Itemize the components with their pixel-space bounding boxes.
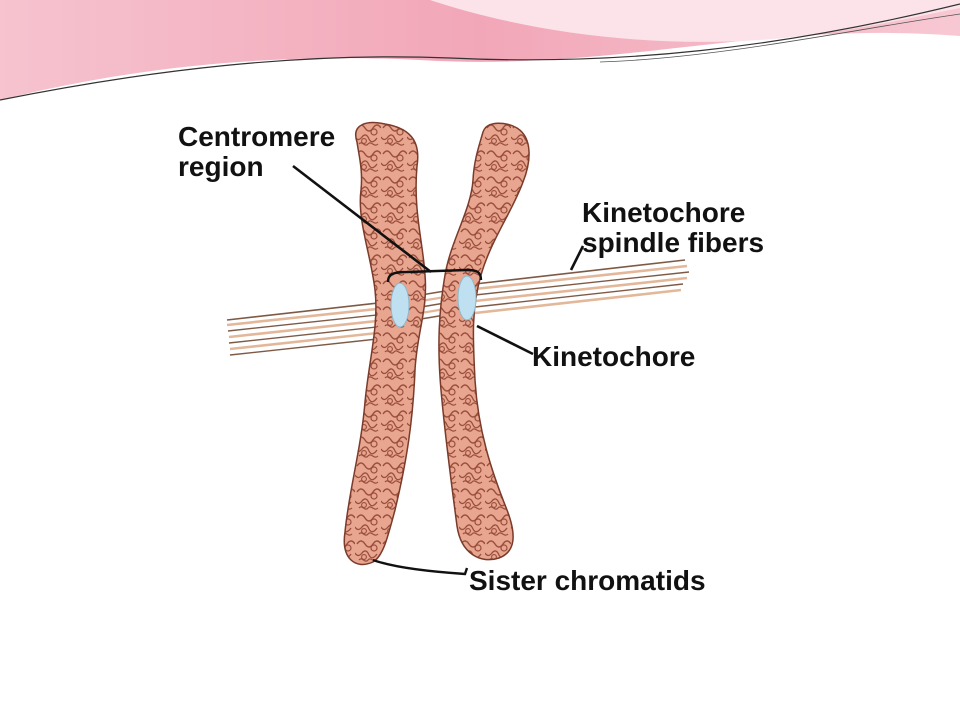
header-white-swoosh — [430, 0, 960, 42]
sister-chromatids-label: Sister chromatids — [469, 565, 706, 596]
spindle-fibers-label: Kinetochore spindle fibers — [582, 198, 764, 258]
sister-leader-line — [372, 558, 469, 576]
kinetochore-left — [390, 282, 410, 328]
chromosome-diagram — [226, 121, 690, 576]
header-curve-line — [0, 3, 960, 101]
kinetochore-label: Kinetochore — [532, 341, 696, 372]
centromere-label-line1: Centromere — [178, 121, 336, 152]
header-curve-line-2 — [599, 13, 960, 63]
chromosome-figure: Centromere region Kinetochore spindle fi… — [95, 70, 885, 655]
right-chromatid — [438, 122, 530, 561]
spindle-fibers-right — [474, 259, 690, 315]
centromere-leader-line — [292, 164, 432, 274]
spindle-label-line1: Kinetochore — [582, 197, 746, 228]
header-decoration — [0, 0, 960, 101]
spindle-leader-line — [569, 245, 585, 271]
centromere-region-label: Centromere region — [178, 122, 335, 182]
left-chromatid — [343, 121, 427, 566]
kinetochore-leader-line — [476, 324, 534, 356]
centromere-label-line2: region — [178, 151, 264, 182]
spindle-label-line2: spindle fibers — [582, 227, 765, 258]
kinetochore-right — [457, 275, 477, 321]
centromere-bracket — [386, 268, 483, 283]
